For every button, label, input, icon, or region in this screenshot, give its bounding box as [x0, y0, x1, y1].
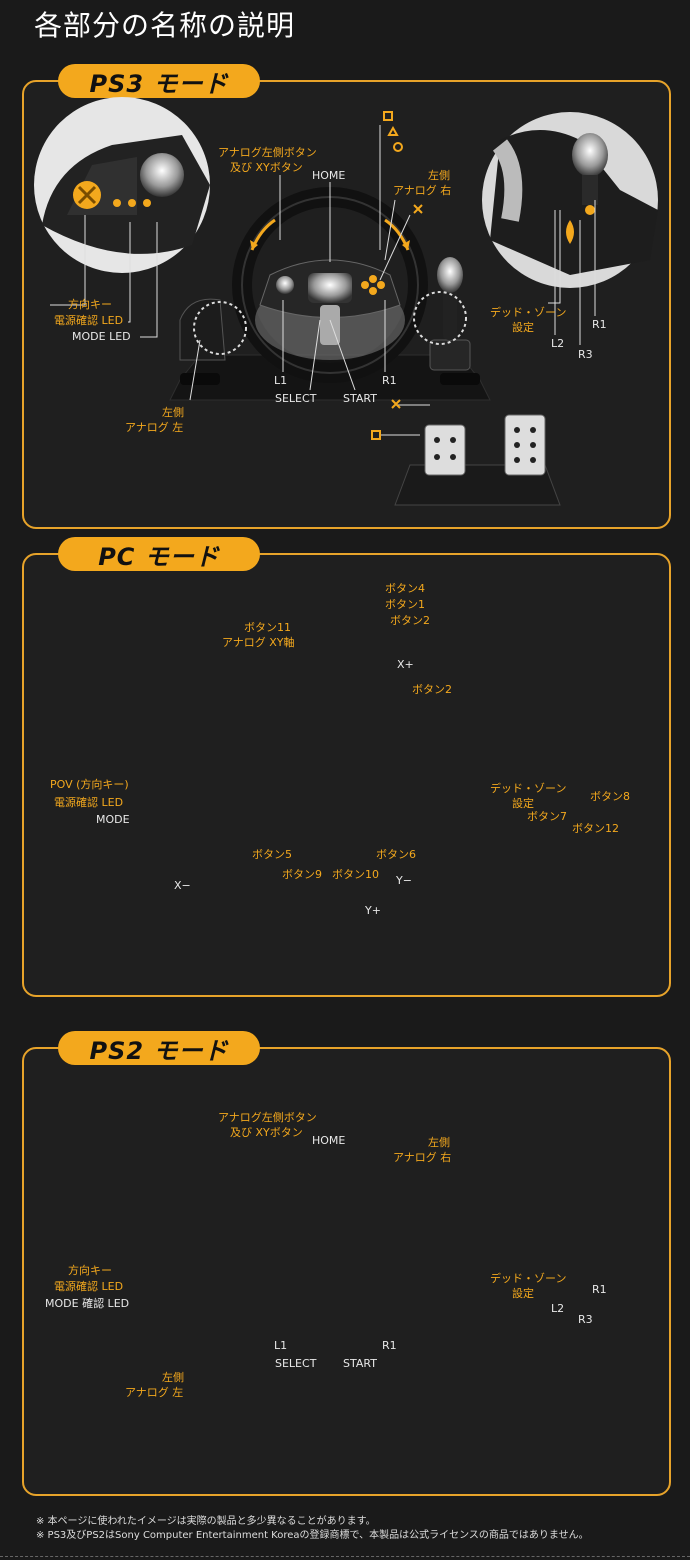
ps3-select-label: SELECT	[275, 392, 317, 405]
ps2-deadzone-setting-label: 設定	[512, 1287, 534, 1300]
ps3-xy-button-label: 及び XYボタン	[230, 161, 303, 174]
pc-pov-label: POV (方向キー)	[50, 778, 129, 791]
pc-button7-label: ボタン7	[527, 810, 567, 823]
ps3-r1-right-label: R1	[592, 318, 607, 331]
pc-button8-label: ボタン8	[590, 790, 630, 803]
pc-button9-label: ボタン9	[282, 868, 322, 881]
ps3-l1-label: L1	[274, 374, 288, 387]
pc-mode-tab: PC モード	[58, 537, 260, 571]
ps2-mode-led-label: MODE 確認 LED	[45, 1297, 130, 1310]
ps2-section	[22, 1047, 671, 1496]
ps2-r3-label: R3	[578, 1313, 593, 1326]
footnote: ※ 本ページに使われたイメージは実際の製品と多少異なることがあります。	[36, 1516, 376, 1527]
ps3-start-label: START	[343, 392, 377, 405]
ps3-analog-right-label: アナログ 右	[393, 184, 452, 197]
pc-deadzone-label: デッド・ゾーン	[490, 782, 567, 795]
pc-button2-top-label: ボタン2	[390, 614, 430, 627]
ps2-xy-button-label: 及び XYボタン	[230, 1126, 303, 1139]
ps2-mode-tab: PS2 モード	[58, 1031, 260, 1065]
ps3-deadzone-setting-label: 設定	[512, 321, 534, 334]
ps3-power-led-label: 電源確認 LED	[54, 314, 124, 327]
pc-button10-label: ボタン10	[332, 868, 379, 881]
footnote: ※ PS3及びPS2はSony Computer Entertainment K…	[36, 1530, 589, 1541]
pc-section	[22, 553, 671, 997]
pc-deadzone-setting-label: 設定	[512, 797, 534, 810]
pc-x-plus-label: X+	[397, 658, 414, 671]
ps3-dpad-label: 方向キー	[68, 298, 112, 311]
ps2-analog-right-label: アナログ 右	[393, 1151, 452, 1164]
ps2-dpad-label: 方向キー	[68, 1264, 112, 1277]
ps3-mode-tab: PS3 モード	[58, 64, 260, 98]
ps3-left-side-label: 左側	[428, 169, 450, 182]
ps2-analog-left-button-label: アナログ左側ボタン	[218, 1111, 317, 1124]
pc-button1-label: ボタン1	[385, 598, 425, 611]
ps3-r1-label: R1	[382, 374, 397, 387]
ps3-r3-label: R3	[578, 348, 593, 361]
pc-button6-label: ボタン6	[376, 848, 416, 861]
ps2-r1-right-label: R1	[592, 1283, 607, 1296]
pc-y-minus-label: Y−	[396, 874, 412, 887]
pc-button2-label: ボタン2	[412, 683, 452, 696]
ps3-home-label: HOME	[312, 169, 346, 182]
ps3-left-zoom	[32, 95, 212, 275]
ps3-left-side-2-label: 左側	[162, 406, 184, 419]
ps2-left-side-2-label: 左側	[162, 1371, 184, 1384]
pc-button5-label: ボタン5	[252, 848, 292, 861]
ps2-analog-left-label: アナログ 左	[125, 1386, 184, 1399]
pc-button4-label: ボタン4	[385, 582, 425, 595]
ps3-analog-left-button-label: アナログ左側ボタン	[218, 146, 317, 159]
ps3-deadzone-label: デッド・ゾーン	[490, 306, 567, 319]
pc-x-minus-label: X−	[174, 879, 191, 892]
ps2-select-label: SELECT	[275, 1357, 317, 1370]
ps2-power-led-label: 電源確認 LED	[54, 1280, 124, 1293]
pc-analog-xy-label: アナログ XY軸	[222, 636, 295, 649]
ps3-analog-left-label: アナログ 左	[125, 421, 184, 434]
ps2-r1-label: R1	[382, 1339, 397, 1352]
pc-y-plus-label: Y+	[365, 904, 381, 917]
pc-power-led-label: 電源確認 LED	[54, 796, 124, 809]
page-title: 各部分の名称の説明	[34, 9, 296, 42]
ps2-left-side-label: 左側	[428, 1136, 450, 1149]
ps2-l2-label: L2	[551, 1302, 565, 1315]
ps2-home-label: HOME	[312, 1134, 346, 1147]
ps2-deadzone-label: デッド・ゾーン	[490, 1272, 567, 1285]
ps2-start-label: START	[343, 1357, 377, 1370]
ps2-l1-label: L1	[274, 1339, 288, 1352]
divider	[0, 1556, 690, 1557]
pc-button11-label: ボタン11	[244, 621, 291, 634]
pc-mode-label: MODE	[96, 813, 130, 826]
ps3-l2-label: L2	[551, 337, 565, 350]
ps3-mode-led-label: MODE LED	[72, 330, 131, 343]
pc-button12-label: ボタン12	[572, 822, 619, 835]
